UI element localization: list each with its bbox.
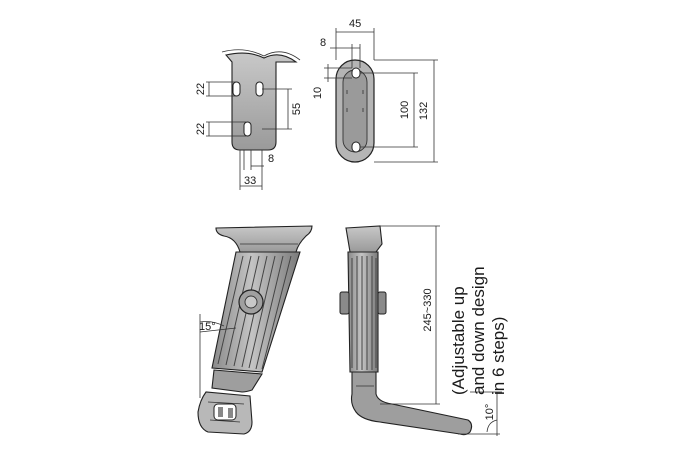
dim-top-hole-spacing: 100 — [399, 101, 411, 119]
plate-slot-upper-right — [255, 81, 264, 97]
dim-pad-angle: 10° — [484, 404, 496, 421]
dim-plate-slot-gap-top: 22 — [195, 83, 207, 95]
dim-top-slot-height: 10 — [312, 87, 324, 99]
mounting-plate — [224, 52, 298, 151]
dim-top-width: 45 — [349, 18, 361, 30]
dim-side-angle: 15° — [199, 321, 216, 333]
dim-height-range: 245~330 — [422, 288, 434, 331]
armrest-side-view: 15° — [197, 225, 313, 435]
front-knob-left — [339, 291, 350, 315]
dim-plate-width: 33 — [244, 175, 256, 187]
side-armrest-pad — [215, 225, 313, 253]
front-armrest-pad — [345, 225, 383, 253]
dim-plate-slot-offset: 8 — [268, 153, 274, 165]
note-line-3: in 6 steps) — [489, 317, 508, 395]
dim-top-length: 132 — [418, 102, 430, 120]
dim-top-slot-width: 8 — [320, 37, 326, 49]
note-line-2: and down design — [469, 266, 488, 395]
dim-plate-slot-gap-bottom: 22 — [195, 123, 207, 135]
armrest-top-view: 45 8 10 100 132 — [312, 18, 438, 163]
side-base-bracket — [211, 369, 263, 393]
front-armrest-column — [347, 251, 379, 373]
note-line-1: (Adjustable up — [449, 286, 468, 395]
mounting-plate-view: 22 22 55 8 33 — [195, 49, 303, 190]
front-knob-right — [377, 291, 387, 315]
plate-slot-upper-left — [232, 81, 241, 97]
plate-slot-lower — [243, 121, 252, 137]
adjustment-note: (Adjustable up and down design in 6 step… — [449, 266, 508, 395]
armrest-front-view: 245~330 10° — [339, 225, 502, 436]
dim-plate-slot-spacing: 55 — [291, 103, 303, 115]
